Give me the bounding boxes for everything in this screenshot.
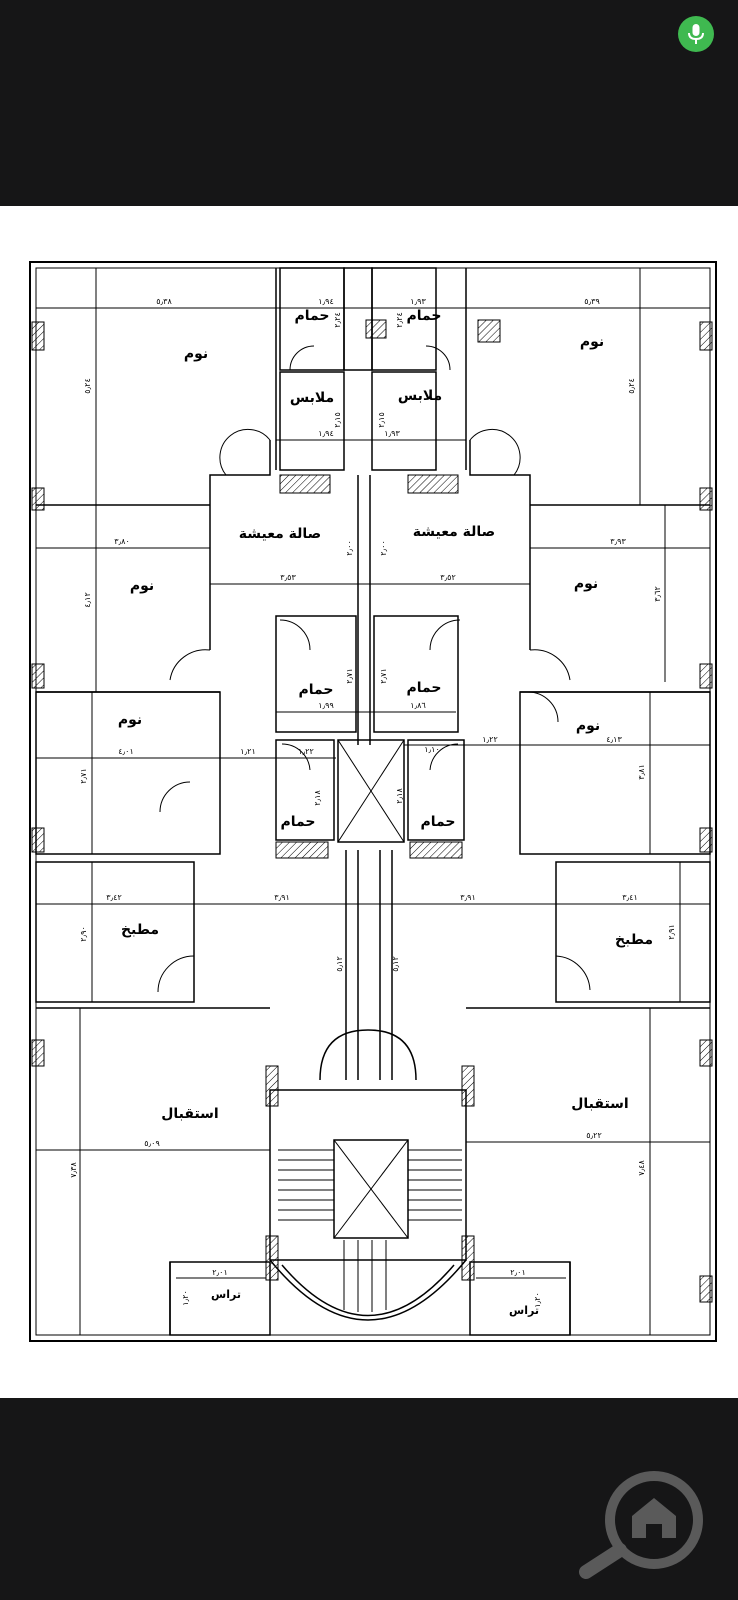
room-label-bathroom: حمام (421, 814, 456, 830)
dimension-label: ٢٫٧١ (79, 768, 88, 784)
room-label-dressing: ملابس (398, 388, 442, 404)
dimension-label: ١٫١٠ (424, 745, 440, 754)
room-label-bathroom: حمام (407, 308, 442, 324)
dimension-label: ٢٫٩٠ (79, 926, 88, 942)
room-labels: نوم نوم حمام حمام ملابس ملابس صالة معيشة… (118, 308, 653, 1317)
room-label-living: صالة معيشة (413, 524, 495, 540)
elevator-shaft (337, 739, 405, 843)
dimension-label: ٣٫٤١ (622, 893, 638, 902)
home-search-icon (579, 1471, 703, 1579)
dimension-label: ١٫٢٢ (298, 747, 314, 756)
dimension-label: ٣٫٩١ (274, 893, 290, 902)
room-label-dressing: ملابس (290, 390, 334, 406)
structural-columns (31, 319, 713, 1303)
top-bar (0, 0, 738, 206)
room-label-bathroom: حمام (407, 680, 442, 696)
dimension-label: ٤٫١٢ (83, 592, 92, 608)
room-label-bedroom: نوم (576, 718, 600, 734)
outer-walls (29, 261, 717, 1342)
room-label-bathroom: حمام (299, 682, 334, 698)
dimension-label: ٣٫٨٠ (114, 537, 130, 546)
dimension-label: ١٫٩٣ (384, 429, 400, 438)
dimension-label: ٣٫٦٢ (653, 586, 662, 602)
dimension-lines (36, 268, 710, 1335)
room-label-living: صالة معيشة (239, 526, 321, 542)
dimension-label: ٢٫٠١ (212, 1268, 228, 1277)
dimension-label: ٣٫٤٢ (106, 893, 122, 902)
room-label-kitchen: مطبخ (615, 932, 653, 948)
dimension-label: ١٫٢٠ (533, 1292, 542, 1308)
dimension-label: ٥٫٣٨ (156, 297, 172, 306)
dimension-label: ٤٫٠١ (118, 747, 134, 756)
floor-plan-image: نوم نوم حمام حمام ملابس ملابس صالة معيشة… (0, 206, 738, 1398)
dimension-label: ١٫٩٩ (318, 701, 334, 710)
room-label-bedroom: نوم (580, 334, 604, 350)
room-label-bedroom: نوم (118, 712, 142, 728)
bottom-bar (0, 1398, 738, 1600)
dimension-label: ٥٫١٢ (335, 956, 344, 972)
door-swings (157, 345, 591, 993)
room-label-reception: استقبال (161, 1106, 218, 1122)
dimension-label: ٧٫٣٨ (69, 1162, 78, 1178)
room-label-terrace: تراس (509, 1304, 539, 1317)
dimension-label: ١٫٢٠ (181, 1290, 190, 1306)
dimension-label: ٢٫١٥ (333, 412, 342, 428)
dimension-label: ٣٫٥٢ (440, 573, 456, 582)
microphone-icon (688, 24, 704, 44)
microphone-button[interactable] (678, 16, 714, 52)
dimension-label: ٢٫١٨ (395, 788, 404, 804)
dimension-label: ٢٫١٨ (313, 790, 322, 806)
dimension-label: ٢٫٠٠ (379, 540, 388, 556)
dimension-label: ٢٫٠١ (510, 1268, 526, 1277)
room-label-bedroom: نوم (574, 576, 598, 592)
dimension-label: ١٫٨٦ (410, 701, 426, 710)
floor-plan-drawing: نوم نوم حمام حمام ملابس ملابس صالة معيشة… (29, 261, 717, 1342)
stair-hall (269, 1029, 467, 1321)
room-label-bedroom: نوم (130, 578, 154, 594)
dimension-label: ٥٫٢٤ (627, 378, 636, 394)
dimension-label: ١٫٩٤ (318, 429, 334, 438)
room-label-bathroom: حمام (281, 814, 316, 830)
room-label-bedroom: نوم (184, 346, 208, 362)
dimension-label: ٧٫٤٨ (637, 1160, 646, 1176)
dimension-label: ٣٫٥٣ (280, 573, 296, 582)
dimension-label: ٢٫٧١ (379, 668, 388, 684)
dimension-label: ٢٫٢٤ (395, 312, 404, 328)
dimension-label: ٣٫٩١ (460, 893, 476, 902)
dimension-label: ٢٫٢٤ (333, 312, 342, 328)
dimension-label: ٢٫٠٠ (345, 540, 354, 556)
room-label-bathroom: حمام (295, 308, 330, 324)
dimension-label: ٢٫٧١ (345, 668, 354, 684)
interior-walls (35, 267, 711, 1336)
room-label-terrace: تراس (211, 1288, 241, 1301)
dimension-label: ٣٫٨١ (637, 764, 646, 780)
dimension-label: ١٫٢٢ (482, 735, 498, 744)
dimension-label: ٥٫٢٤ (83, 378, 92, 394)
room-label-kitchen: مطبخ (121, 922, 159, 938)
dimension-label: ٥٫٣٩ (584, 297, 600, 306)
dimension-label: ٥٫٠٩ (144, 1139, 160, 1148)
dimension-label: ٣٫٩٣ (610, 537, 626, 546)
dimension-label: ٢٫١٥ (377, 412, 386, 428)
dimension-label: ٥٫١٢ (391, 956, 400, 972)
dimension-labels: ٥٫٣٨ ٥٫٢٤ ١٫٩٤ ٢٫٢٤ ١٫٩٣ ٢٫٢٤ ٥٫٣٩ ٥٫٢٤ … (69, 297, 676, 1308)
dimension-label: ١٫٩٤ (318, 297, 334, 306)
dimension-label: ١٫٩٣ (410, 297, 426, 306)
dimension-label: ٢٫٩١ (667, 924, 676, 940)
dimension-label: ١٫٢١ (240, 747, 256, 756)
dimension-label: ٥٫٢٢ (586, 1131, 602, 1140)
dimension-label: ٤٫١٣ (606, 735, 622, 744)
room-label-reception: استقبال (571, 1096, 628, 1112)
